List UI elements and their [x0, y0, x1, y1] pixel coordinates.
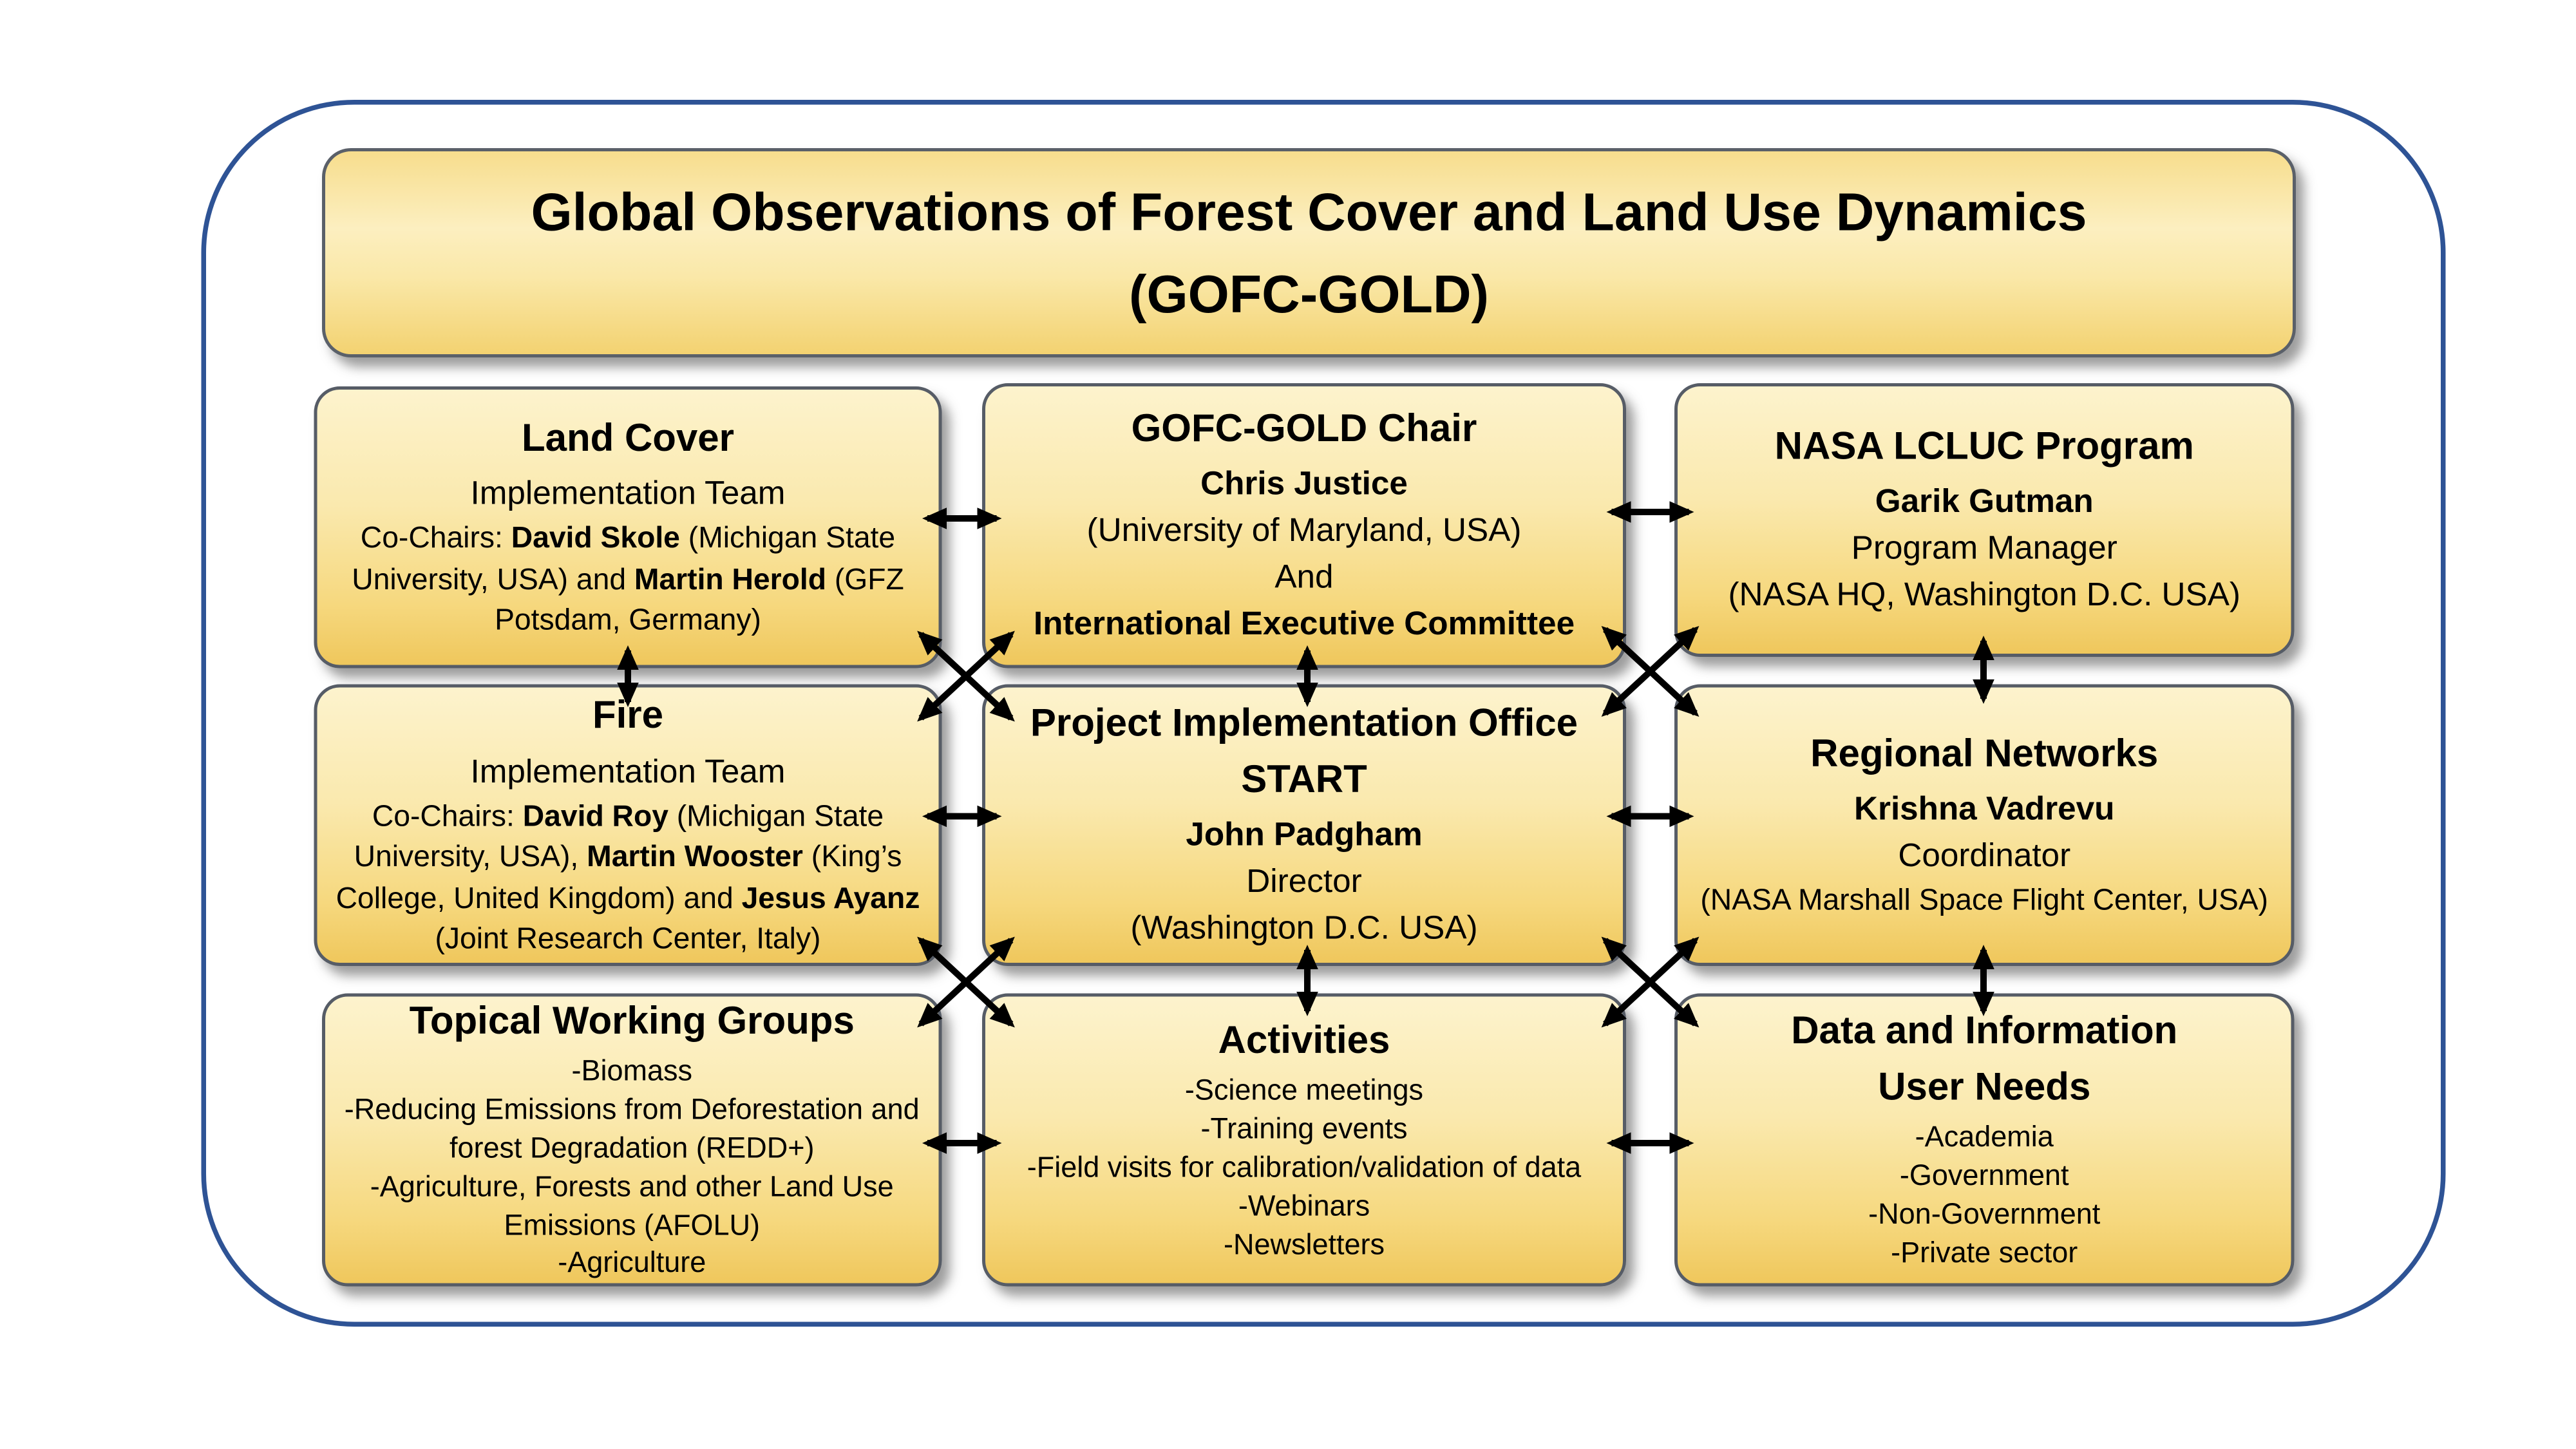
- text-line: Co-Chairs: David Roy (Michigan State Uni…: [336, 798, 920, 955]
- text-line: -Private sector: [1891, 1236, 2078, 1269]
- text-line: Krishna Vadrevu: [1853, 791, 2115, 828]
- text-line: -Agriculture, Forests and other Land Use…: [370, 1170, 894, 1241]
- text-line: (NASA Marshall Space Flight Center, USA): [1700, 883, 2269, 917]
- text-line: Land Cover: [521, 417, 735, 461]
- title-line-1: Global Observations of Forest Cover and …: [531, 182, 2087, 242]
- title-line-2: (GOFC-GOLD): [1128, 264, 1490, 324]
- text-line: International Executive Committee: [1033, 605, 1575, 643]
- text-line: Director: [1246, 863, 1362, 900]
- text-line: -Biomass: [571, 1054, 692, 1086]
- text-line: Co-Chairs: David Skole (Michigan State U…: [352, 520, 904, 637]
- text-line: (University of Maryland, USA): [1086, 511, 1522, 549]
- text-line: START: [1241, 758, 1367, 802]
- text-line: Project Implementation Office: [1030, 701, 1578, 745]
- box-topical-working-groups: Topical Working Groups -Biomass -Reducing …: [322, 993, 942, 1287]
- text-line: GOFC-GOLD Chair: [1131, 406, 1477, 451]
- text-line: Garik Gutman: [1875, 482, 2094, 520]
- text-line: John Padgham: [1186, 816, 1423, 854]
- text-line: -Agriculture: [558, 1247, 706, 1280]
- text-line: -Academia: [1915, 1121, 2054, 1153]
- text-line: (Washington D.C. USA): [1130, 910, 1478, 947]
- text-line: -Training events: [1200, 1112, 1408, 1144]
- text-line: Topical Working Groups: [409, 999, 855, 1043]
- text-line: Implementation Team: [470, 475, 786, 513]
- text-line: -Field visits for calibration/validation…: [1027, 1150, 1582, 1183]
- text-line: -Webinars: [1238, 1189, 1370, 1222]
- title-box: Global Observations of Forest Cover and …: [322, 148, 2296, 357]
- text-line: And: [1274, 558, 1334, 596]
- text-line: -Newsletters: [1223, 1227, 1385, 1260]
- text-line: -Non-Government: [1868, 1198, 2101, 1231]
- box-activities: Activities -Science meetings -Training eve…: [982, 993, 1626, 1287]
- text-line: Program Manager: [1851, 529, 2117, 567]
- text-line: -Science meetings: [1184, 1073, 1424, 1106]
- text-line: Implementation Team: [470, 752, 786, 790]
- text-line: Fire: [592, 694, 663, 738]
- text-line: Regional Networks: [1810, 732, 2159, 777]
- text-line: -Reducing Emissions from Deforestation a…: [344, 1092, 920, 1164]
- text-line: (NASA HQ, Washington D.C. USA): [1728, 576, 2241, 614]
- text-line: -Government: [1899, 1159, 2069, 1192]
- text-line: Data and Information: [1791, 1009, 2178, 1053]
- text-line: Chris Justice: [1200, 465, 1408, 502]
- text-line: User Needs: [1878, 1066, 2091, 1110]
- text-line: Activities: [1218, 1018, 1390, 1062]
- text-line: Coordinator: [1898, 837, 2071, 875]
- text-line: NASA LCLUC Program: [1774, 424, 2194, 468]
